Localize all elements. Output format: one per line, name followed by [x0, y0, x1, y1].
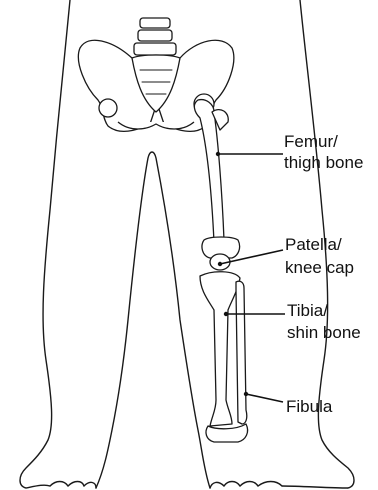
tibia-label-line2: shin bone	[287, 323, 361, 342]
vertebra-3	[134, 43, 176, 55]
pubic-arch	[118, 122, 194, 129]
vertebra-2	[138, 30, 172, 41]
fibula	[236, 281, 247, 424]
leg-bones	[194, 100, 247, 442]
femur-label-line1: Femur/	[284, 132, 338, 151]
labels: Femur/ thigh bone Patella/ knee cap Tibi…	[284, 132, 363, 416]
tibia	[200, 272, 240, 426]
tibia-leader-dot	[224, 312, 228, 316]
ankle-bones	[206, 424, 248, 442]
femur-leader-dot	[216, 152, 220, 156]
fibula-leader-dot	[244, 392, 248, 396]
patella-leader-dot	[218, 262, 222, 266]
patella-label-line1: Patella/	[285, 235, 342, 254]
fibula-leader-line	[246, 394, 283, 402]
left-femoral-head	[99, 99, 117, 117]
fibula-label: Fibula	[286, 397, 333, 416]
vertebra-1	[140, 18, 170, 28]
patella-label-line2: knee cap	[285, 258, 354, 277]
femur-label-line2: thigh bone	[284, 153, 363, 172]
tibia-label-line1: Tibia/	[287, 301, 328, 320]
